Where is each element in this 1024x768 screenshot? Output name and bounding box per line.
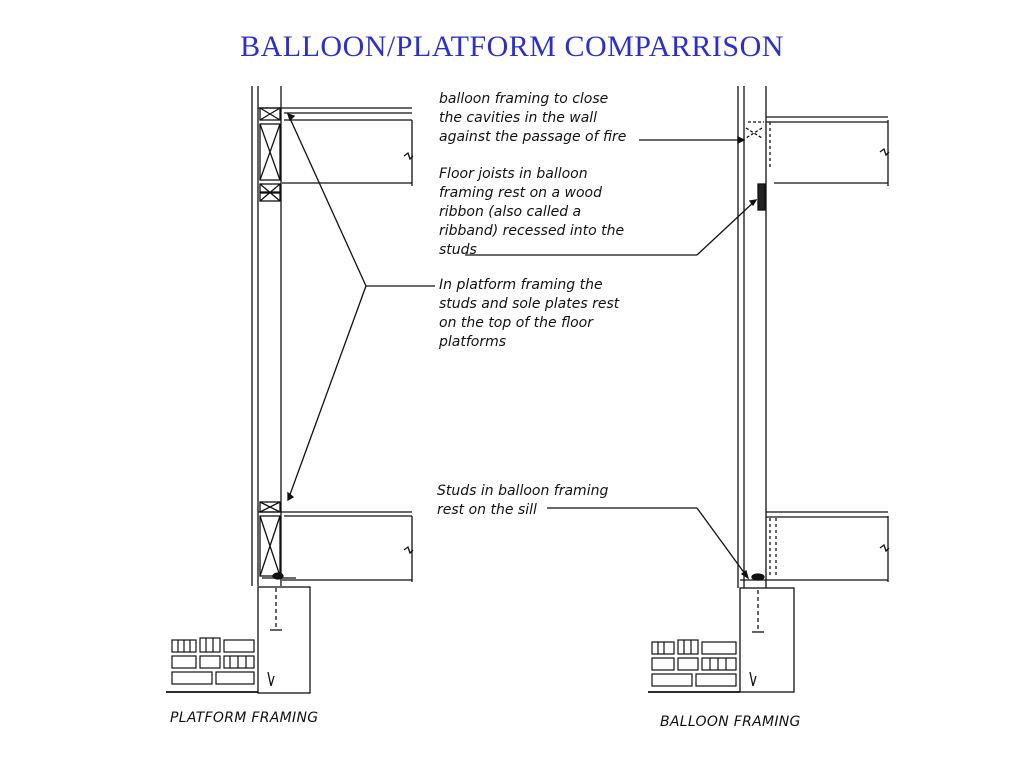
balloon-framing-caption: BALLOON FRAMING (660, 714, 801, 730)
balloon-framing-section (465, 86, 890, 693)
platform-note: In platform framing the studs and sole p… (439, 277, 620, 350)
slide-title: BALLOON/PLATFORM COMPARRISON (240, 30, 784, 63)
platform-framing-section (166, 86, 435, 694)
platform-framing-caption: PLATFORM FRAMING (170, 710, 319, 726)
ribbon-note: Floor joists in balloon framing rest on … (439, 166, 625, 258)
firestop-note: balloon framing to close the cavities in… (439, 91, 627, 145)
sill-note: Studs in balloon framing rest on the sil… (437, 483, 609, 518)
